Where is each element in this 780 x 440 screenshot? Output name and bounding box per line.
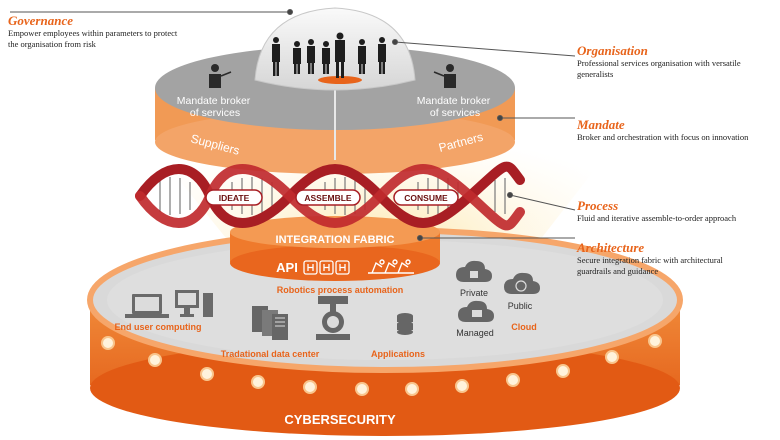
right-broker-label: Mandate broker of services (417, 95, 493, 119)
stage-assemble-label: ASSEMBLE (304, 193, 352, 203)
dna-stage-ideate: IDEATE (205, 189, 263, 206)
mandate-title: Mandate (577, 117, 625, 132)
integration-tier: INTEGRATION FABRIC API (230, 216, 440, 281)
left-broker-label: Mandate broker of services (177, 95, 253, 119)
cybersecurity-label: CYBERSECURITY (284, 412, 396, 427)
integration-bottom (230, 245, 440, 281)
right-broker-line: Mandate broker (417, 95, 491, 107)
right-broker-figure (433, 64, 456, 88)
integration-top (230, 216, 440, 248)
api-h-icons (303, 260, 350, 275)
cloud-public-icon (504, 272, 540, 294)
left-broker-line: Mandate broker (177, 95, 251, 107)
robot-arm-icons (368, 259, 414, 274)
database-icon (397, 313, 413, 335)
dna-helix (135, 161, 525, 231)
dna-stage-assemble: ASSEMBLE (295, 189, 361, 206)
right-broker-line-2: of services (430, 107, 480, 119)
dna-strand-b (135, 164, 525, 231)
stage-consume-label: CONSUME (404, 193, 448, 203)
dome-platform (318, 76, 362, 84)
organisation-title: Organisation (577, 43, 648, 58)
governance-desc: Empower employees within parameters to p… (8, 28, 178, 49)
computer-icon (125, 290, 213, 318)
leader-lines (10, 9, 576, 241)
process-title: Process (577, 198, 619, 213)
base-lights (101, 334, 662, 396)
applications-label: Applications (371, 349, 425, 359)
cloud-label: Cloud (511, 322, 537, 332)
server-icon (252, 306, 288, 340)
end-user-computing-label: End user computing (114, 322, 201, 332)
integration-fabric-label: INTEGRATION FABRIC (276, 234, 395, 246)
rpa-label: Robotics process automation (277, 285, 404, 295)
organisation-desc: Professional services organisation with … (577, 58, 741, 79)
robot-icon (316, 296, 350, 340)
cloud-public-label: Public (508, 301, 533, 311)
people-group (272, 32, 386, 78)
mandate-desc: Broker and orchestration with focus on i… (577, 132, 749, 142)
left-broker-line-2: of services (190, 107, 240, 119)
api-label: API (276, 260, 298, 275)
cloud-managed-label: Managed (456, 328, 494, 338)
governance-title: Governance (8, 13, 73, 28)
dna-stage-consume: CONSUME (393, 189, 459, 206)
cloud-private-icon (456, 260, 492, 282)
cloud-private-label: Private (460, 288, 488, 298)
process-desc: Fluid and iterative assemble-to-order ap… (577, 213, 737, 223)
stage-ideate-label: IDEATE (219, 193, 250, 203)
architecture-title: Architecture (577, 240, 645, 255)
data-center-label: Tradational data center (221, 349, 320, 359)
cloud-managed-icon (458, 300, 494, 322)
architecture-desc: Secure integration fabric with architect… (577, 255, 723, 276)
base-bottom (90, 340, 680, 436)
left-broker-figure (209, 64, 232, 88)
